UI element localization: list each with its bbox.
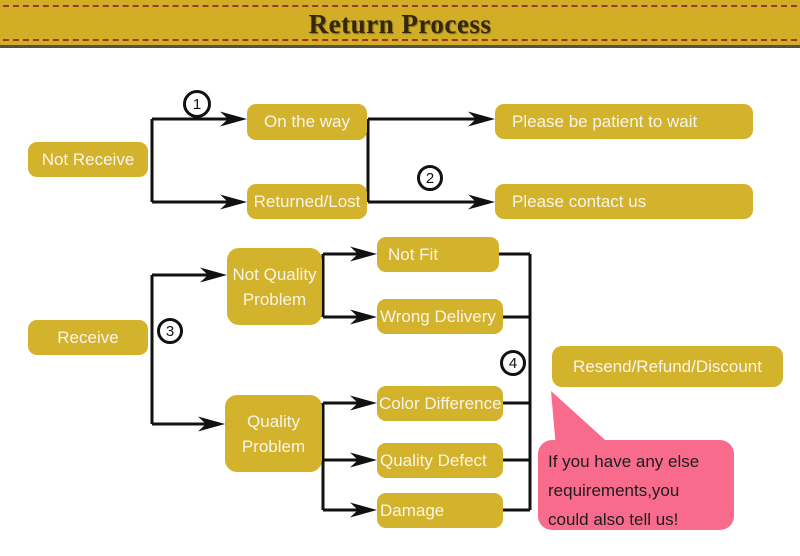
node-on-the-way: On the way xyxy=(247,104,367,140)
node-wrong-delivery: Wrong Delivery xyxy=(377,299,503,334)
header-dashed-line-top xyxy=(3,5,797,7)
node-quality-problem: Quality Problem xyxy=(225,395,322,472)
step-circle-3: 3 xyxy=(157,318,183,344)
node-damage: Damage xyxy=(377,493,503,528)
node-please-contact: Please contact us xyxy=(495,184,753,219)
node-please-wait: Please be patient to wait xyxy=(495,104,753,139)
step-circle-2: 2 xyxy=(417,165,443,191)
bubble-line-2: requirements,you xyxy=(548,481,680,500)
node-quality-defect: Quality Defect xyxy=(377,443,503,478)
node-not-fit: Not Fit xyxy=(377,237,499,272)
page-title: Return Process xyxy=(308,9,492,39)
node-returned-lost: Returned/Lost xyxy=(247,184,367,219)
bubble-line-1: If you have any else xyxy=(548,452,700,471)
header-banner: Return Process xyxy=(0,0,800,48)
header-dashed-line-bottom xyxy=(3,39,797,41)
step-circle-4: 4 xyxy=(500,350,526,376)
node-receive: Receive xyxy=(28,320,148,355)
node-color-difference: Color Difference xyxy=(377,386,503,421)
bubble-line-3: could also tell us! xyxy=(548,510,679,529)
node-not-receive: Not Receive xyxy=(28,142,148,177)
step-circle-1: 1 xyxy=(183,90,211,118)
speech-bubble: If you have any else requirements,you co… xyxy=(538,440,734,530)
node-not-quality-problem: Not Quality Problem xyxy=(227,248,322,325)
node-resend-refund-discount: Resend/Refund/Discount xyxy=(552,346,783,387)
